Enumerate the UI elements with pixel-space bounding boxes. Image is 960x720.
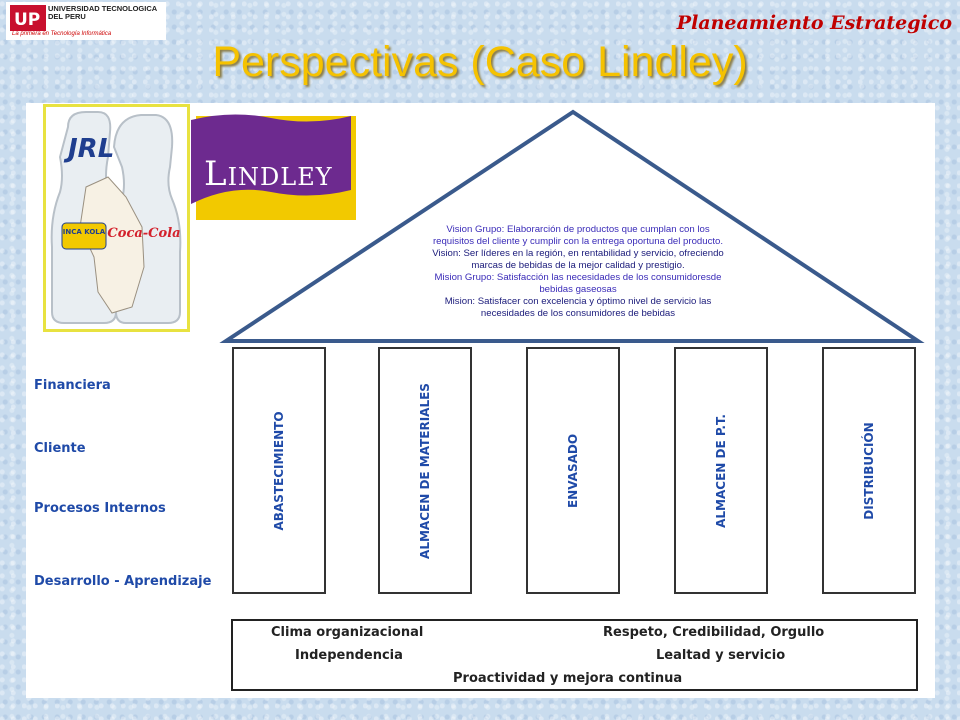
slide-title: Perspectivas (Caso Lindley) — [212, 38, 748, 86]
bottle-logo: JRL INCA KOLA Coca-Cola — [43, 104, 190, 332]
lindley-logo: LINDLEY — [191, 110, 357, 220]
value-respeto: Respeto, Credibilidad, Orgullo — [603, 625, 825, 640]
roof-line: Mision Grupo: Satisfacción las necesidad… — [434, 272, 722, 283]
pillar-label: ENVASADO — [566, 433, 580, 508]
value-clima: Clima organizacional — [271, 625, 424, 640]
pillar-almacen-materiales: ALMACEN DE MATERIALES — [378, 347, 472, 594]
perspective-procesos-internos: Procesos Internos — [34, 501, 166, 516]
pillar-label: DISTRIBUCIÓN — [862, 421, 876, 520]
value-proactividad: Proactividad y mejora continua — [453, 671, 683, 686]
pillar-label: ALMACEN DE MATERIALES — [418, 382, 432, 559]
svg-text:UP: UP — [14, 10, 40, 30]
perspective-desarrollo-aprendizaje: Desarrollo - Aprendizaje — [34, 574, 212, 589]
pillar-abastecimiento: ABASTECIMIENTO — [232, 347, 326, 594]
value-lealtad: Lealtad y servicio — [656, 648, 786, 663]
pillar-almacen-pt: ALMACEN DE P.T. — [674, 347, 768, 594]
roof-line: Vision: Ser líderes en la región, en ren… — [432, 248, 724, 259]
inca-kola-mark: INCA KOLA — [63, 228, 106, 236]
pillar-distribucion: DISTRIBUCIÓN — [822, 347, 916, 594]
lindley-wordmark: LINDLEY — [204, 154, 333, 194]
coca-cola-mark: Coca-Cola — [107, 226, 180, 241]
university-logo: UP UNIVERSIDAD TECNOLOGICA DEL PERU La p… — [6, 2, 166, 40]
value-independencia: Independencia — [295, 648, 403, 663]
foundation-values: Clima organizacional Respeto, Credibilid… — [231, 619, 918, 691]
roof-line: necesidades de los consumidores de bebid… — [480, 308, 676, 319]
university-tagline: La primera en Tecnología Informática — [12, 31, 112, 37]
roof-line: Vision Grupo: Elaborarción de productos … — [446, 224, 710, 235]
perspective-financiera: Financiera — [34, 378, 111, 393]
roof-line: marcas de bebidas de la mejor calidad y … — [471, 260, 685, 271]
roof-line: requisitos del cliente y cumplir con la … — [432, 236, 724, 247]
roof-line: bebidas gaseosas — [539, 284, 617, 295]
jrl-mark: JRL — [63, 134, 114, 164]
pillar-label: ALMACEN DE P.T. — [714, 413, 728, 528]
perspective-cliente: Cliente — [34, 441, 86, 456]
pillar-label: ABASTECIMIENTO — [272, 410, 286, 531]
roof-line: Mision: Satisfacer con excelencia y ópti… — [444, 296, 712, 307]
course-title: Planeamiento Estrategico — [676, 12, 952, 34]
utp-emblem-icon: UP — [10, 5, 46, 31]
university-name: UNIVERSIDAD TECNOLOGICA DEL PERU — [48, 4, 157, 21]
vision-mission-text: Vision Grupo: Elaborarción de productos … — [388, 224, 768, 320]
pillar-envasado: ENVASADO — [526, 347, 620, 594]
roof-triangle — [219, 109, 925, 343]
